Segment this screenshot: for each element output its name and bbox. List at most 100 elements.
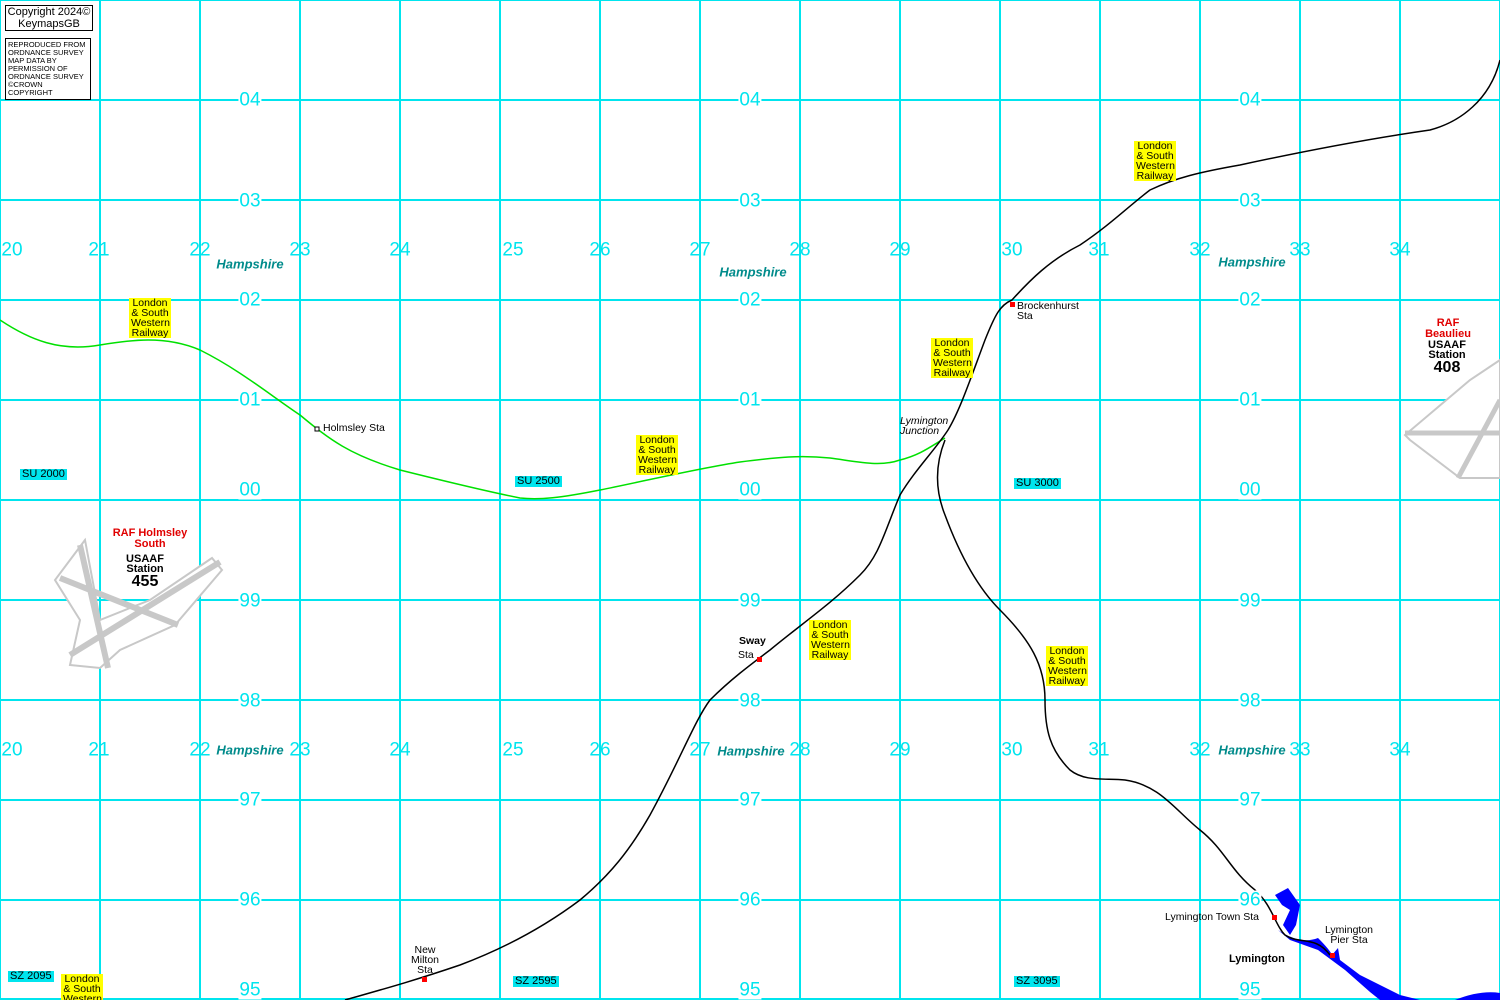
easting-label: 30 <box>1001 739 1023 761</box>
northing-label: 99 <box>238 590 262 612</box>
station-label-brockenhurst[interactable]: Brockenhurst Sta <box>1017 300 1079 322</box>
station-label-lymington-pier[interactable]: Lymington Pier Sta <box>1324 924 1374 946</box>
railway-green-holmsley-line <box>0 319 946 500</box>
county-label: Hampshire <box>719 264 787 280</box>
easting-label: 33 <box>1289 739 1311 761</box>
station-label-new-milton[interactable]: New Milton Sta <box>410 944 439 976</box>
easting-label: 25 <box>502 239 524 261</box>
northing-label: 99 <box>738 590 762 612</box>
northing-label: 00 <box>738 479 762 501</box>
easting-label: 34 <box>1389 239 1411 261</box>
northing-label: 00 <box>1238 479 1262 501</box>
easting-label: 29 <box>889 739 911 761</box>
county-label: Hampshire <box>1218 742 1286 758</box>
airfield-holmsley-south <box>53 537 224 670</box>
station-label-lymington-town[interactable]: Lymington Town Sta <box>1165 911 1259 923</box>
northing-label: 02 <box>1238 289 1262 311</box>
airfield-name-beaulieu: RAF Beaulieu <box>1423 318 1473 340</box>
easting-label: 21 <box>88 239 110 261</box>
northing-label: 98 <box>238 690 262 712</box>
easting-label: 20 <box>1 739 23 761</box>
county-label: Hampshire <box>216 742 284 758</box>
county-label: Hampshire <box>216 256 284 272</box>
easting-label: 27 <box>689 239 711 261</box>
copyright-owner: KeymapsGB <box>18 18 80 30</box>
usaaf-station-beaulieu: USAAF Station 408 <box>1422 340 1472 376</box>
northing-label: 96 <box>1238 889 1262 911</box>
northing-label: 99 <box>1238 590 1262 612</box>
northing-label: 98 <box>738 690 762 712</box>
easting-label: 22 <box>189 239 211 261</box>
raf-name: RAF Holmsley South <box>112 527 188 550</box>
railway-label: London & South Western Railway <box>1134 140 1176 182</box>
northing-label: 98 <box>1238 690 1262 712</box>
easting-label: 32 <box>1189 739 1211 761</box>
county-label: Hampshire <box>717 743 785 759</box>
grid-ref-sz2095: SZ 2095 <box>8 970 54 982</box>
easting-label: 22 <box>189 739 211 761</box>
northing-label: 04 <box>738 89 762 111</box>
usaaf-station-holmsley: USAAF Station 455 <box>120 554 170 590</box>
northing-label: 01 <box>738 389 762 411</box>
station-marker-holmsley <box>314 426 320 432</box>
easting-label: 26 <box>589 239 611 261</box>
easting-label: 31 <box>1088 739 1110 761</box>
grid-ref-sz3095: SZ 3095 <box>1014 975 1060 987</box>
usaaf-label: USAAF Station <box>1428 339 1466 361</box>
airfield-name-holmsley: RAF Holmsley South <box>100 528 200 550</box>
northing-label: 03 <box>238 190 262 212</box>
northing-label: 01 <box>1238 389 1262 411</box>
station-marker-lymington-pier <box>1330 953 1335 958</box>
county-label: Hampshire <box>1218 254 1286 270</box>
copyright-box: Copyright 2024© KeymapsGB <box>5 5 93 31</box>
northing-label: 03 <box>1238 190 1262 212</box>
railway-label: London & South Western Railway <box>809 619 851 661</box>
easting-label: 34 <box>1389 739 1411 761</box>
station-marker-brockenhurst <box>1010 302 1015 307</box>
northing-label: 04 <box>238 89 262 111</box>
northing-label: 97 <box>738 789 762 811</box>
station-label-sway-sta: Sta <box>738 649 754 661</box>
town-label-lymington: Lymington <box>1229 953 1285 965</box>
northing-label: 00 <box>238 479 262 501</box>
northing-label: 96 <box>738 889 762 911</box>
northing-label: 04 <box>1238 89 1262 111</box>
station-marker-sway <box>757 657 762 662</box>
easting-label: 24 <box>389 739 411 761</box>
grid-ref-su2500: SU 2500 <box>515 475 562 487</box>
usaaf-label: USAAF Station <box>126 553 164 575</box>
station-label-sway[interactable]: Sway <box>739 635 766 647</box>
airfield-beaulieu <box>1403 358 1500 480</box>
northing-label: 97 <box>1238 789 1262 811</box>
railway-label: London & South Western Railway <box>636 434 678 476</box>
easting-label: 26 <box>589 739 611 761</box>
easting-label: 24 <box>389 239 411 261</box>
ordnance-survey-notice: REPRODUCED FROM ORDNANCE SURVEY MAP DATA… <box>5 38 91 100</box>
northing-label: 02 <box>238 289 262 311</box>
station-label-holmsley[interactable]: Holmsley Sta <box>323 422 385 434</box>
grid-ref-su3000: SU 3000 <box>1014 477 1061 489</box>
railway-label: London & South Western Railway <box>931 337 973 379</box>
northing-label: 95 <box>1238 979 1262 1000</box>
easting-label: 28 <box>789 739 811 761</box>
easting-label: 23 <box>289 739 311 761</box>
northing-label: 97 <box>238 789 262 811</box>
easting-label: 25 <box>502 739 524 761</box>
northing-label: 01 <box>238 389 262 411</box>
copyright-text: Copyright 2024© <box>7 6 91 18</box>
northing-label: 02 <box>738 289 762 311</box>
junction-label: Lymington Junction <box>900 415 949 437</box>
station-marker-lymington-town <box>1272 915 1277 920</box>
easting-label: 20 <box>1 239 23 261</box>
lymington-river-water <box>1275 888 1500 1000</box>
northing-label: 96 <box>238 889 262 911</box>
easting-label: 28 <box>789 239 811 261</box>
easting-label: 32 <box>1189 239 1211 261</box>
raf-name: RAF Beaulieu <box>1425 317 1471 340</box>
usaaf-number: 408 <box>1433 359 1461 376</box>
railway-label: London & South Western Railway <box>129 297 171 339</box>
railway-label: London & South Western Railway <box>1046 645 1088 687</box>
usaaf-number: 455 <box>131 573 159 590</box>
easting-label: 23 <box>289 239 311 261</box>
